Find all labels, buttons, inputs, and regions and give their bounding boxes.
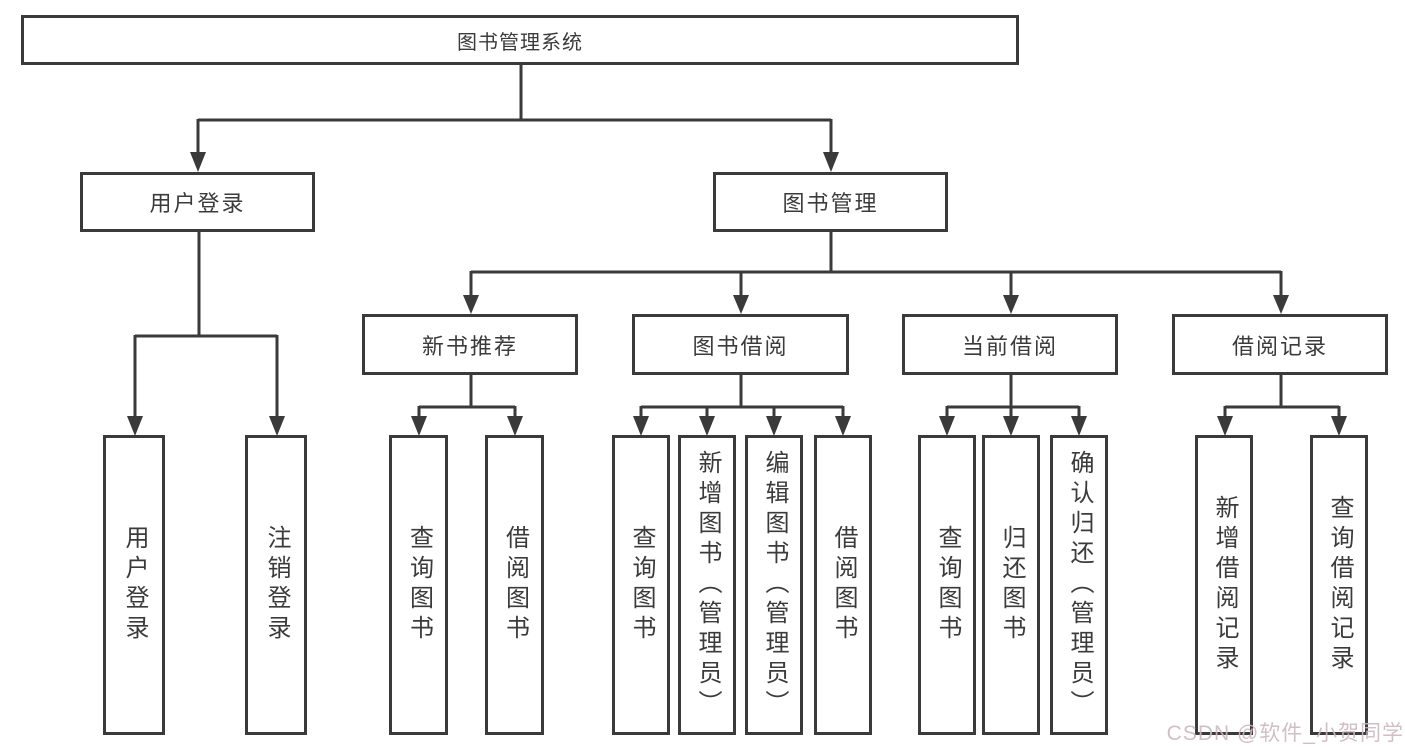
leaf-logout: 注销登录: [245, 435, 307, 735]
node-user-login-branch: 用户登录: [80, 172, 315, 232]
node-new-book-recommend: 新书推荐: [362, 314, 578, 375]
node-book-management-branch: 图书管理: [713, 172, 948, 232]
leaf-query-book-recommend: 查询图书: [389, 435, 448, 735]
leaf-query-borrow-record: 查询借阅记录: [1310, 435, 1368, 735]
leaf-borrow-book: 借阅图书: [814, 435, 872, 735]
leaf-borrow-book-recommend: 借阅图书: [485, 435, 544, 735]
leaf-confirm-return-admin: 确认归还（管理员）: [1050, 435, 1108, 735]
leaf-add-borrow-record: 新增借阅记录: [1195, 435, 1253, 735]
node-current-borrow: 当前借阅: [902, 314, 1118, 375]
leaf-edit-book-admin: 编辑图书（管理员）: [745, 435, 803, 735]
leaf-query-book-borrow: 查询图书: [612, 435, 670, 735]
node-book-borrow: 图书借阅: [632, 314, 849, 375]
leaf-add-book-admin: 新增图书（管理员）: [678, 435, 736, 735]
leaf-user-login: 用户登录: [103, 435, 165, 735]
node-root-system: 图书管理系统: [21, 15, 1019, 65]
leaf-query-book-current: 查询图书: [918, 435, 976, 735]
watermark-text: CSDN @软件_小贺同学: [1166, 722, 1404, 745]
node-borrow-records: 借阅记录: [1172, 314, 1388, 375]
leaf-return-book: 归还图书: [982, 435, 1040, 735]
